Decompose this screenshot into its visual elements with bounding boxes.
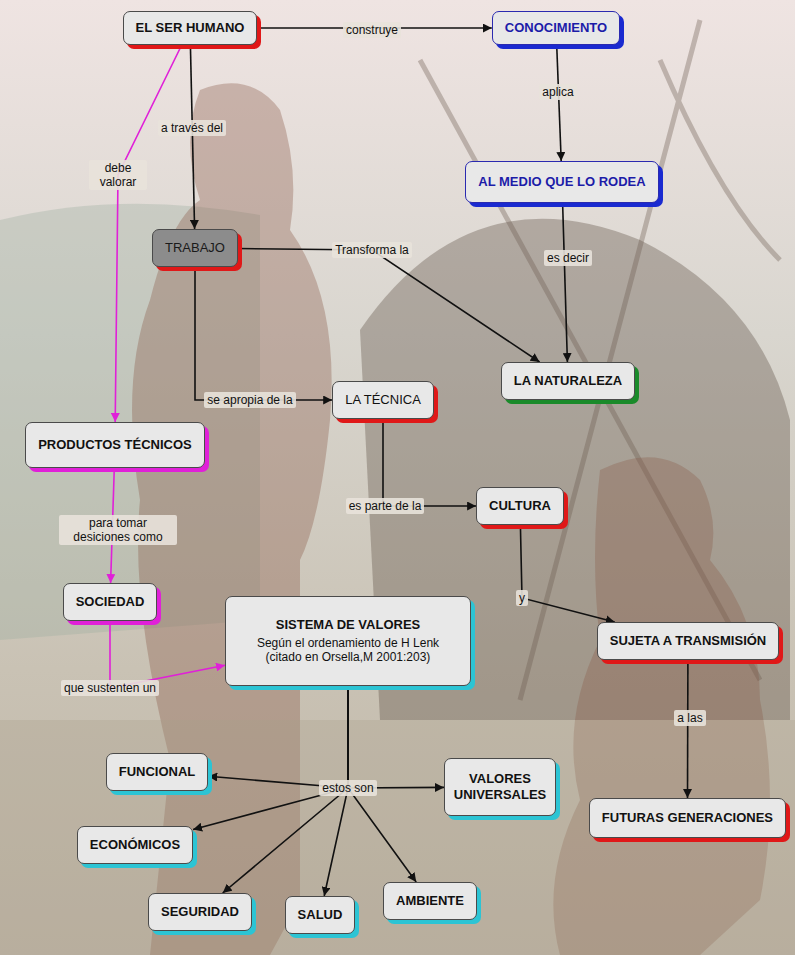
link-phrase: a las <box>674 710 705 726</box>
connector <box>383 419 476 506</box>
concept-box: FUTURAS GENERACIONES <box>589 798 786 838</box>
connector <box>110 621 225 688</box>
concept-text: LA TÉCNICA <box>345 392 421 408</box>
connector <box>687 660 689 798</box>
concept-box: CULTURA <box>476 487 564 525</box>
concept-text: SOCIEDAD <box>76 594 145 610</box>
concept-text: EL SER HUMANO <box>136 20 245 36</box>
concept-box: ECONÓMICOS <box>77 826 193 864</box>
concept-text: SUJETA A TRANSMISIÓN <box>610 633 767 649</box>
concept-text: CULTURA <box>489 498 551 514</box>
concept-box: EL SER HUMANO <box>123 11 258 45</box>
concept-text: CONOCIMIENTO <box>505 20 607 36</box>
concept-box: FUNCIONAL <box>106 753 209 791</box>
concept-box: SUJETA A TRANSMISIÓN <box>597 622 780 660</box>
floor <box>0 720 795 955</box>
concept-box: AMBIENTE <box>383 882 477 920</box>
connector <box>208 686 348 788</box>
link-phrase: y <box>516 590 528 606</box>
concept-box: SOCIEDAD <box>63 583 158 621</box>
connector <box>190 45 194 229</box>
link-phrase: construye <box>343 22 401 38</box>
concept-text: AL MEDIO QUE LO RODEA <box>478 174 645 190</box>
link-phrase: aplica <box>539 84 576 100</box>
concept-text: VALORES UNIVERSALES <box>454 771 546 802</box>
link-phrase: se apropia de la <box>204 392 295 408</box>
concept-box: TRABAJO <box>152 229 238 267</box>
link-phrase: es parte de la <box>346 498 425 514</box>
concept-box: AL MEDIO QUE LO RODEA <box>465 161 658 203</box>
concept-box: LA NATURALEZA <box>501 362 635 400</box>
link-phrase: Transforma la <box>332 242 412 258</box>
link-phrase: para tomar desiciones como <box>59 515 177 546</box>
concept-text: SALUD <box>298 907 343 923</box>
connector <box>195 267 332 400</box>
concept-text: FUNCIONAL <box>119 764 196 780</box>
connector <box>348 686 444 788</box>
concept-text: ECONÓMICOS <box>90 837 180 853</box>
concept-text: LA NATURALEZA <box>514 373 622 389</box>
concept-box: SISTEMA DE VALORES Según el ordenamiento … <box>225 596 471 686</box>
concept-text: TRABAJO <box>165 240 225 256</box>
concept-box: LA TÉCNICA <box>332 381 434 419</box>
connector <box>557 45 562 161</box>
concept-box: CONOCIMIENTO <box>492 11 620 45</box>
connector <box>563 203 568 362</box>
concept-text: SISTEMA DE VALORES <box>276 617 420 633</box>
citation-text: Según el ordenamiento de H Lenk (citado … <box>238 636 458 665</box>
concept-text: FUTURAS GENERACIONES <box>602 810 773 826</box>
concept-text: PRODUCTOS TÉCNICOS <box>38 437 192 453</box>
connector <box>520 525 614 622</box>
concept-text: AMBIENTE <box>396 893 464 909</box>
concept-box: SEGURIDAD <box>148 893 252 931</box>
link-phrase: que sustenten un <box>61 680 159 696</box>
concept-text: SEGURIDAD <box>161 904 239 920</box>
link-phrase: debe valorar <box>89 160 147 191</box>
concept-box: PRODUCTOS TÉCNICOS <box>25 422 205 468</box>
concept-box: SALUD <box>285 896 356 934</box>
link-phrase: es decir <box>544 250 592 266</box>
connector <box>238 249 540 363</box>
link-phrase: a través del <box>158 120 226 136</box>
concept-box: VALORES UNIVERSALES <box>444 758 556 816</box>
link-phrase: estos son <box>319 780 376 796</box>
